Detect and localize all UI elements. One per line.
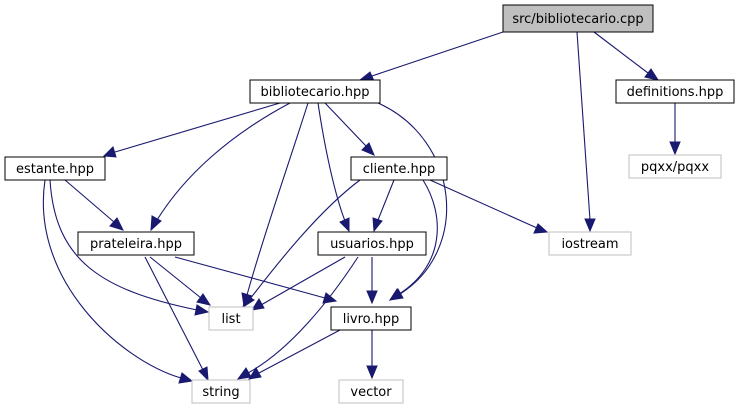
node-label: definitions.hpp (627, 85, 724, 100)
node-label: list (221, 312, 240, 327)
edge-cliente-to-list (242, 179, 361, 309)
node-label: iostream (561, 237, 618, 252)
edge-estante-to-list (49, 179, 210, 316)
node-label: bibliotecario.hpp (260, 85, 369, 100)
node-label: pqxx/pqxx (641, 160, 709, 175)
edge-cliente-to-livro (388, 179, 438, 301)
node-iostream: iostream (548, 231, 632, 256)
node-livro-hpp[interactable]: livro.hpp (330, 306, 412, 331)
edge-estante-to-string (42, 179, 194, 384)
edge-root-to-iostream (576, 31, 596, 233)
node-string: string (191, 379, 251, 404)
edge-root-to-bibliotecario (358, 31, 504, 82)
node-definitions-hpp[interactable]: definitions.hpp (615, 79, 735, 104)
node-usuarios-hpp[interactable]: usuarios.hpp (317, 231, 427, 256)
edge-cliente-to-usuarios (372, 179, 395, 233)
edge-prateleira-to-string (144, 256, 209, 382)
edge-prateleira-to-list (149, 256, 212, 306)
node-label: usuarios.hpp (330, 237, 414, 252)
node-pqxx: pqxx/pqxx (628, 154, 722, 179)
node-label: livro.hpp (343, 312, 400, 327)
node-estante-hpp[interactable]: estante.hpp (4, 156, 106, 181)
node-src-bibliotecario-cpp[interactable]: src/bibliotecario.cpp (502, 4, 654, 33)
node-label: string (202, 385, 239, 400)
node-label: prateleira.hpp (90, 237, 182, 252)
node-bibliotecario-hpp[interactable]: bibliotecario.hpp (249, 79, 381, 104)
edge-bibliotecario-to-livro (377, 102, 448, 301)
edge-livro-to-string (247, 329, 341, 380)
edge-bibliotecario-to-prateleira (150, 102, 291, 232)
node-list: list (208, 306, 254, 331)
edge-definitions-to-pqxx (669, 103, 681, 156)
node-cliente-hpp[interactable]: cliente.hpp (350, 156, 448, 181)
edge-usuarios-to-string (236, 256, 359, 380)
edge-root-to-definitions (593, 31, 660, 81)
node-label: src/bibliotecario.cpp (512, 12, 643, 27)
edge-bibliotecario-to-list (241, 102, 309, 308)
node-prateleira-hpp[interactable]: prateleira.hpp (77, 231, 195, 256)
edge-usuarios-to-livro (366, 257, 378, 305)
node-vector: vector (338, 379, 404, 404)
edge-bibliotecario-to-usuarios (317, 102, 350, 233)
node-label: vector (350, 385, 392, 400)
edge-usuarios-to-list (250, 256, 346, 311)
edge-livro-to-vector (366, 330, 378, 380)
edge-estante-to-prateleira (64, 179, 124, 231)
node-label: estante.hpp (16, 162, 94, 177)
edge-bibliotecario-to-cliente (324, 102, 375, 156)
node-label: cliente.hpp (363, 162, 436, 177)
edge-cliente-to-iostream (429, 179, 549, 234)
edge-bibliotecario-to-estante (102, 102, 281, 158)
